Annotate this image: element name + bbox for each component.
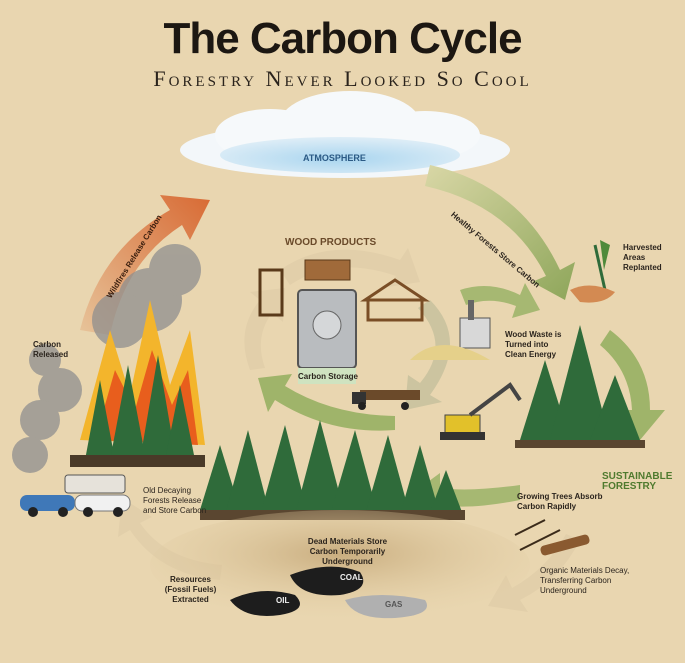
old-decaying-label: Old Decaying Forests Release and Store C… xyxy=(143,486,207,515)
resources-label: Resources (Fossil Fuels) Extracted xyxy=(164,575,217,604)
coal-label: COAL xyxy=(340,573,363,582)
wood-waste-label: Wood Waste is Turned into Clean Energy xyxy=(505,330,562,359)
atmosphere-cloud xyxy=(180,91,510,178)
dead-materials-label: Dead Materials Store Carbon Temporarily … xyxy=(307,537,388,566)
central-forest xyxy=(200,420,465,520)
debris-logs xyxy=(514,519,590,556)
carbon-storage-label: Carbon Storage xyxy=(298,372,359,381)
atmosphere-label: ATMOSPHERE xyxy=(303,153,366,163)
wood-products-label: WOOD PRODUCTS xyxy=(285,237,377,248)
carbon-storage-vault xyxy=(297,289,357,384)
carbon-released-label: Carbon Released xyxy=(33,340,69,359)
replanting-hand xyxy=(570,240,615,303)
underground xyxy=(150,510,530,620)
sustainable-forest xyxy=(515,325,645,448)
subtitle: Forestry Never Looked So Cool xyxy=(153,66,532,91)
clean-energy-plant xyxy=(410,300,491,360)
cars xyxy=(20,474,131,517)
log-truck xyxy=(352,390,420,410)
harvester xyxy=(440,382,522,440)
wood-products xyxy=(258,259,430,322)
sustainable-forestry-label: SUSTAINABLE FORESTRY xyxy=(602,471,673,492)
inner-arrows xyxy=(244,248,540,431)
growing-trees-label: Growing Trees Absorb Carbon Rapidly xyxy=(517,492,603,511)
harvested-replanted-label: Harvested Areas Replanted xyxy=(623,243,662,272)
smoke xyxy=(12,244,201,473)
gas-label: GAS xyxy=(385,600,403,609)
organic-decay-label: Organic Materials Decay, Transferring Ca… xyxy=(540,566,630,595)
oil-label: OIL xyxy=(276,596,290,605)
title: The Carbon Cycle xyxy=(163,14,522,63)
burning-forest xyxy=(70,300,205,467)
